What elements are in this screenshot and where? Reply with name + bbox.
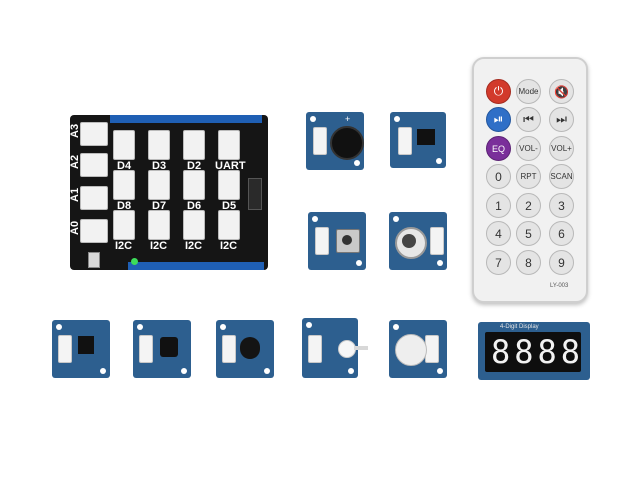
top-pin-header: [110, 115, 262, 123]
button-connector: [315, 227, 329, 255]
digit-7-button[interactable]: 7: [486, 250, 511, 275]
port-d8: [113, 170, 135, 200]
voltage-switch: [248, 178, 262, 210]
led-connector: [308, 335, 322, 363]
port-d7: [148, 170, 170, 200]
digit-5-button[interactable]: 5: [516, 221, 541, 246]
label-d5: D5: [222, 200, 237, 212]
display-caption: 4-Digit Display: [500, 324, 539, 330]
relay-connector: [398, 127, 412, 155]
thermistor: [160, 337, 178, 357]
light-sensor-connector: [58, 335, 72, 363]
port-a2: [80, 153, 108, 177]
ir-receiver-connector: [222, 335, 236, 363]
port-i2c-4: [218, 210, 240, 240]
port-d4: [113, 130, 135, 160]
push-button-cap: [342, 235, 352, 245]
buzzer-connector: [313, 127, 327, 155]
port-i2c-3: [183, 210, 205, 240]
scan-button[interactable]: SCAN: [549, 164, 574, 189]
port-a0: [80, 219, 108, 243]
label-d2: D2: [187, 160, 202, 172]
buzzer-icon: [330, 126, 364, 160]
eq-button[interactable]: EQ: [486, 136, 511, 161]
label-i2c-2: I2C: [150, 240, 168, 252]
label-uart: UART: [215, 160, 246, 172]
label-d8: D8: [117, 200, 132, 212]
port-d2: [183, 130, 205, 160]
label-d7: D7: [152, 200, 167, 212]
port-i2c-2: [148, 210, 170, 240]
vol-up-button[interactable]: VOL+: [549, 136, 574, 161]
label-d4: D4: [117, 160, 132, 172]
ir-sensor-icon: [240, 337, 260, 359]
rotary-connector: [430, 227, 444, 255]
label-i2c-1: I2C: [115, 240, 133, 252]
relay-chip: [417, 129, 435, 145]
remote-model-label: LY-003: [550, 283, 569, 289]
label-i2c-4: I2C: [220, 240, 238, 252]
reset-button: [88, 252, 100, 268]
label-i2c-3: I2C: [185, 240, 203, 252]
rpt-button[interactable]: RPT: [516, 164, 541, 189]
digit-2-button[interactable]: 2: [516, 193, 541, 218]
digit-6-button[interactable]: 6: [549, 221, 574, 246]
mute-button[interactable]: 🔇: [549, 79, 574, 104]
digit-9-button[interactable]: 9: [549, 250, 574, 275]
port-d6: [183, 170, 205, 200]
port-i2c-1: [113, 210, 135, 240]
port-d3: [148, 130, 170, 160]
display-digits: 8888: [491, 333, 585, 371]
seven-segment-display: [485, 332, 581, 372]
ir-remote-control: ⏻ Mode 🔇 ⏯ ⏮ ⏭ EQ VOL- VOL+ 0 RPT SCAN 1…: [472, 57, 588, 303]
next-button[interactable]: ⏭: [549, 107, 574, 132]
label-a1: A1: [69, 187, 81, 202]
bottom-pin-header: [128, 262, 264, 270]
pir-connector: [425, 335, 439, 363]
buzzer-plus-mark: +: [345, 114, 351, 124]
port-d5: [218, 170, 240, 200]
port-a3: [80, 122, 108, 146]
label-a3: A3: [69, 123, 81, 138]
digit-3-button[interactable]: 3: [549, 193, 574, 218]
digit-0-button[interactable]: 0: [486, 164, 511, 189]
digit-8-button[interactable]: 8: [516, 250, 541, 275]
temperature-connector: [139, 335, 153, 363]
rotary-shaft: [402, 234, 416, 248]
digit-4-button[interactable]: 4: [486, 221, 511, 246]
power-button[interactable]: ⏻: [486, 79, 511, 104]
label-a0: A0: [69, 220, 81, 235]
vol-down-button[interactable]: VOL-: [516, 136, 541, 161]
digit-1-button[interactable]: 1: [486, 193, 511, 218]
mode-button[interactable]: Mode: [516, 79, 541, 104]
port-uart: [218, 130, 240, 160]
light-sensor-chip: [78, 336, 94, 354]
play-pause-button[interactable]: ⏯: [486, 107, 511, 132]
label-d3: D3: [152, 160, 167, 172]
led-leg: [354, 346, 368, 350]
power-led: [131, 258, 138, 265]
pir-dome-icon: [395, 334, 427, 366]
port-a1: [80, 186, 108, 210]
label-d6: D6: [187, 200, 202, 212]
label-a2: A2: [69, 154, 81, 169]
previous-button[interactable]: ⏮: [516, 107, 541, 132]
